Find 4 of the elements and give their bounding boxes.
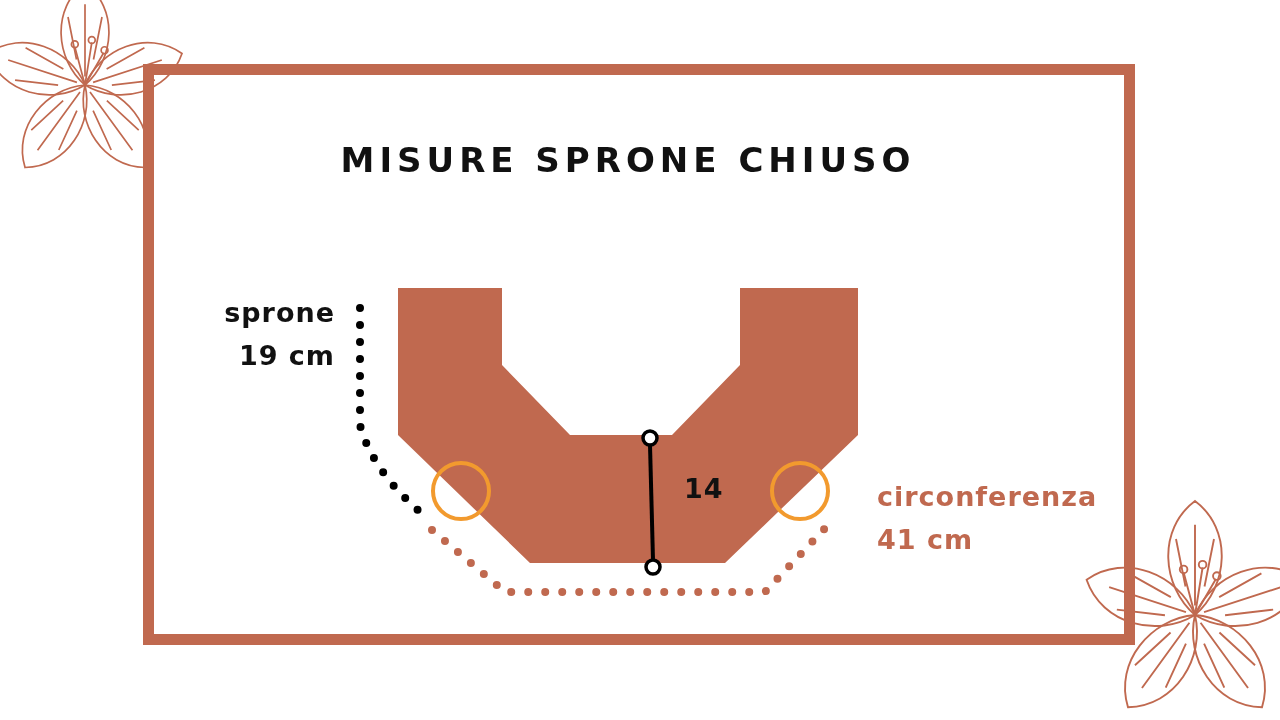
title: MISURE SPRONE CHIUSO [339,140,917,180]
measurement-label: circonferenza 41 cm [877,480,1099,557]
measurement-label: 14 [684,472,725,506]
measurement-label: sprone 19 cm [223,296,335,373]
